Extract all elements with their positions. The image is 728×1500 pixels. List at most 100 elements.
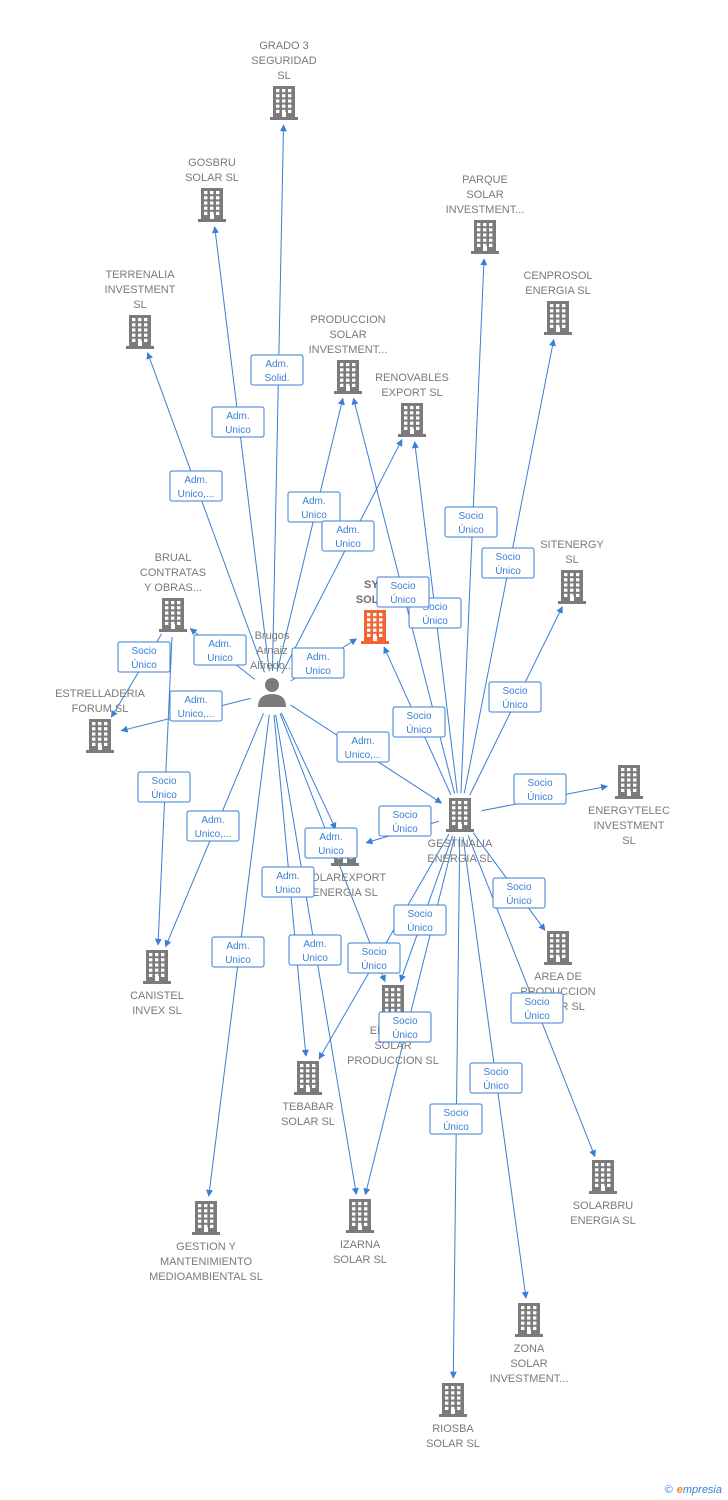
edge-label-person-to-produccion[interactable]: Adm. Unico xyxy=(287,491,341,523)
edge-label-person-to-izarna[interactable]: Adm.Unico xyxy=(288,934,342,966)
node-label-person: Arnaiz xyxy=(256,645,287,657)
building-icon xyxy=(143,950,171,984)
node-label-produccion: PRODUCCION xyxy=(310,314,385,326)
node-label-brual: Y OBRAS... xyxy=(144,582,202,594)
building-icon xyxy=(471,220,499,254)
edge-label-text: Unico xyxy=(275,885,301,896)
edge-label-text: Único xyxy=(422,614,448,627)
building-icon xyxy=(346,1199,374,1233)
edge-label-text: Unico xyxy=(305,666,331,677)
edge-label-person-to-solarexport[interactable]: Adm.Unico xyxy=(304,827,358,859)
edge-label-text: Adm. xyxy=(208,639,231,650)
node-renovables[interactable]: RENOVABLES EXPORT SL xyxy=(375,372,449,437)
node-label-zona: SOLAR xyxy=(510,1358,547,1370)
edge-label-person-to-grado3[interactable]: Adm.Solid. xyxy=(250,354,304,386)
node-label-zona: ZONA xyxy=(514,1343,545,1355)
edge-person-to-terrenalia xyxy=(146,352,265,673)
edge-label-person-to-renovables[interactable]: Adm.Unico xyxy=(321,520,375,552)
node-label-solarexport: ENERGIA SL xyxy=(312,887,377,899)
node-label-renovables: RENOVABLES xyxy=(375,372,449,384)
edge-person-to-produccion xyxy=(276,397,345,672)
edge-label-text: Socio xyxy=(495,552,520,563)
node-label-estrelladeria: FORUM SL xyxy=(72,703,129,715)
node-label-renovables: EXPORT SL xyxy=(381,387,442,399)
edge-label-person-to-sys[interactable]: Adm. Unico xyxy=(291,647,345,679)
edge-label-person-to-canistel[interactable]: Adm.Unico,... xyxy=(186,810,240,842)
node-label-produccion: INVESTMENT... xyxy=(309,344,388,356)
edge-label-text: Único xyxy=(506,894,532,907)
node-label-produccion: SOLAR xyxy=(329,329,366,341)
node-label-zona: INVESTMENT... xyxy=(490,1373,569,1385)
edge-label-person-to-gosbru[interactable]: Adm.Unico xyxy=(211,406,265,438)
node-label-cenprosol: ENERGIA SL xyxy=(525,285,590,297)
edge-label-person-to-gestion[interactable]: Adm.Unico xyxy=(211,936,265,968)
edge-label-text: Socio xyxy=(458,511,483,522)
edge-label-person-to-energy[interactable]: Adm.Unico xyxy=(193,634,247,666)
node-person[interactable]: BrugosArnaizAlfredo... xyxy=(250,630,294,707)
node-produccion[interactable]: PRODUCCION SOLAR INVESTMENT... xyxy=(309,314,388,394)
edge-label-text: Unico xyxy=(301,510,327,521)
edge-label-text: Socio xyxy=(392,1016,417,1027)
node-parque[interactable]: PARQUESOLARINVESTMENT... xyxy=(446,174,525,254)
brand-footer: ©empresia xyxy=(665,1484,722,1496)
building-icon xyxy=(126,315,154,349)
node-label-tebabar: SOLAR SL xyxy=(281,1116,335,1128)
person-icon xyxy=(258,678,286,707)
building-icon xyxy=(589,1160,617,1194)
edge-label-text: Adm. xyxy=(306,652,329,663)
edge-label-text: Adm. xyxy=(226,411,249,422)
edge-label-text: Adm. xyxy=(276,871,299,882)
edge-label-text: Adm. xyxy=(302,496,325,507)
edge-label-text: Único xyxy=(407,921,433,934)
edge-label-person-to-estrelladeria[interactable]: Adm.Unico,... xyxy=(169,690,223,722)
edge-label-person-to-gestinalia[interactable]: Adm.Unico,... xyxy=(336,731,390,763)
edge-person-to-renovables xyxy=(281,438,403,674)
edge-label-text: Unico xyxy=(318,846,344,857)
node-label-gosbru: GOSBRU xyxy=(188,157,236,169)
node-zona[interactable]: ZONA SOLAR INVESTMENT... xyxy=(490,1303,569,1385)
node-label-terrenalia: INVESTMENT xyxy=(105,284,176,296)
edge-label-text: Único xyxy=(495,564,521,577)
edge-label-text: Unico xyxy=(225,955,251,966)
building-icon xyxy=(558,570,586,604)
edge-label-text: Único xyxy=(524,1009,550,1022)
edge-label-person-to-terrenalia[interactable]: Adm.Unico,... xyxy=(169,470,223,502)
edge-label-text: Único xyxy=(361,959,387,972)
edge-label-text: Único xyxy=(443,1120,469,1133)
edge-label-text: Único xyxy=(458,523,484,536)
edge-label-text: Socio xyxy=(527,778,552,789)
edge-label-person-to-tebabar[interactable]: Adm. Unico xyxy=(261,866,315,898)
edge-labels-layer: Adm.Solid.Adm.UnicoAdm.Unico,...Adm.Unic… xyxy=(117,354,567,1135)
